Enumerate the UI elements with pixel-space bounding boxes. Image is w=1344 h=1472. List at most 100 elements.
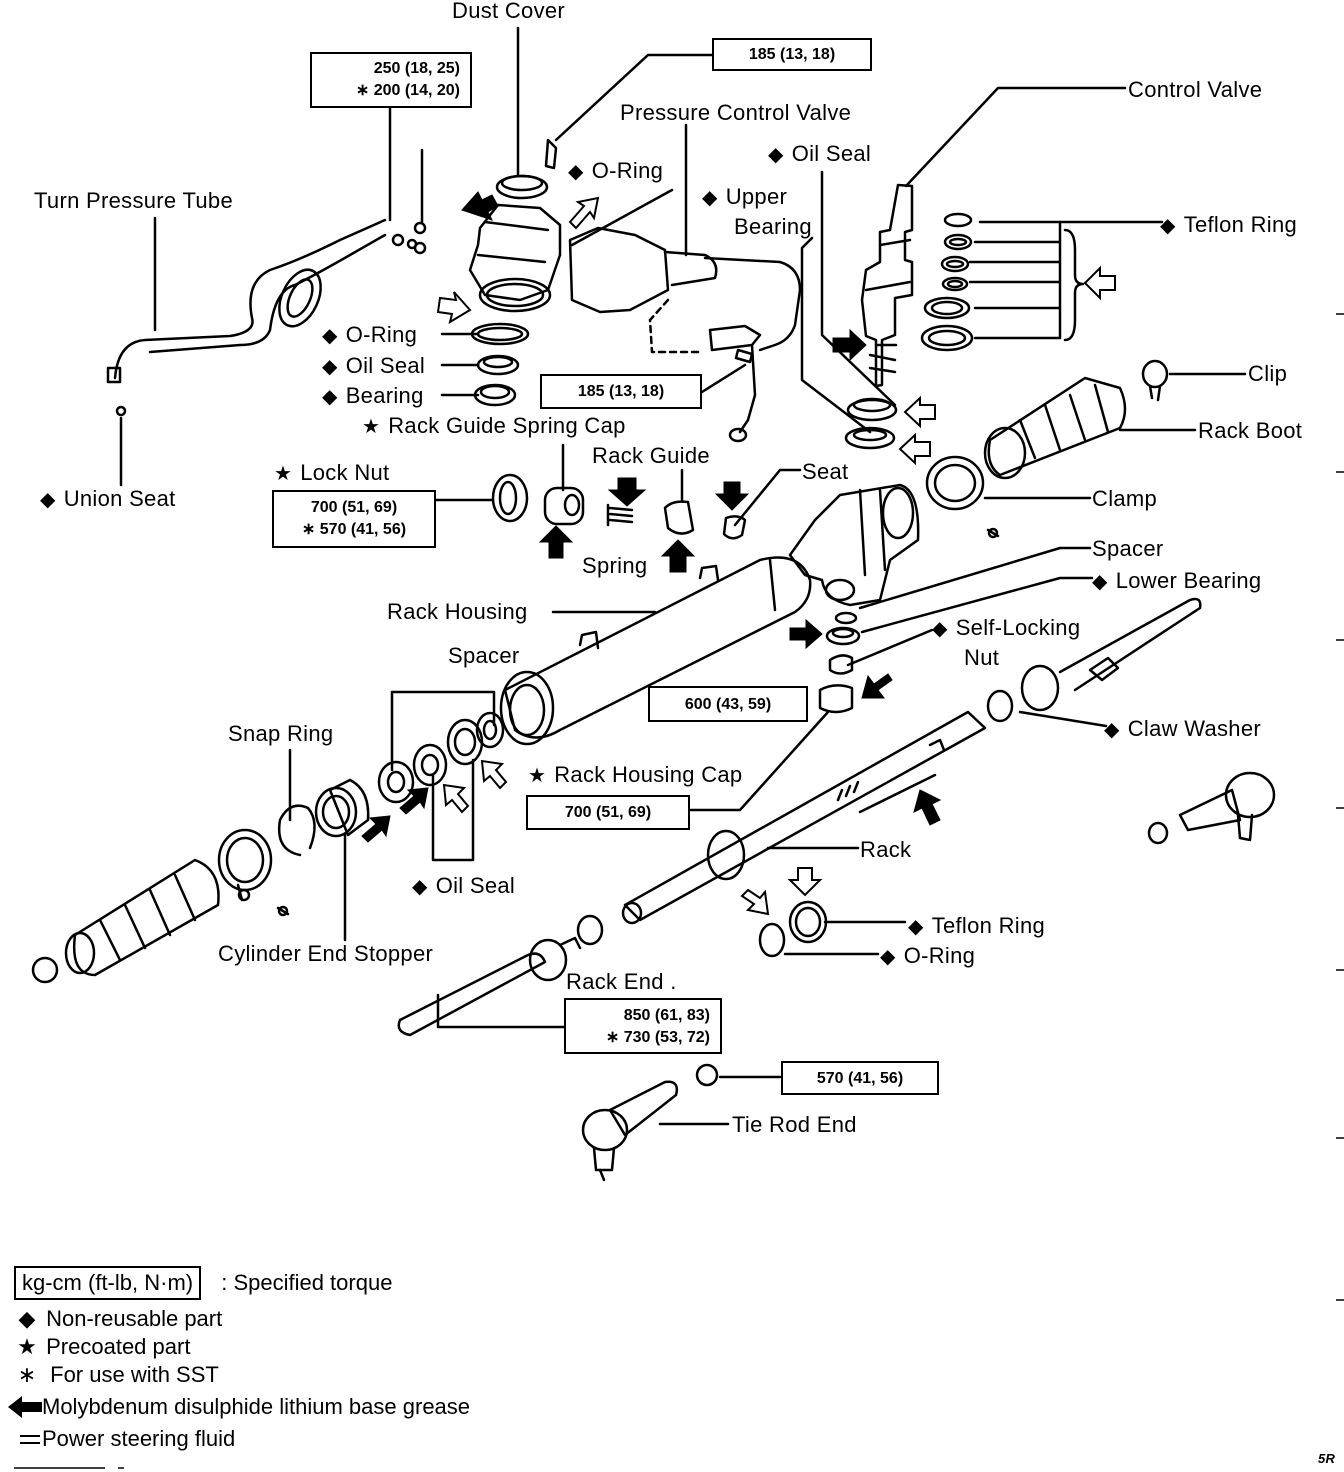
label-rack-guide: Rack Guide [592,443,710,468]
diamond-icon: ◆ [932,618,948,640]
diamond-icon: ◆ [322,386,338,408]
label-o-ring-top: ◆O-Ring [568,158,664,183]
label-oil-seal-top: ◆Oil Seal [768,141,872,166]
torque-box-570: 570 (41, 56) [781,1061,939,1095]
cylinder-end-stopper [328,778,370,837]
legend-psf: Power steering fluid [18,1428,235,1450]
rack-housing-cap [818,684,854,714]
diamond-icon: ◆ [880,946,896,968]
fluid-arrow [787,867,823,897]
fluid-arrow [568,196,600,230]
rack-boot-right [987,376,1127,477]
leader-control-valve [904,86,1127,188]
leader-oil-seal-top [820,170,897,407]
leader-185-top [554,53,714,142]
nut-570 [695,1063,719,1087]
fluid-arrow [903,395,936,429]
label-union-seat: ◆Union Seat [40,486,176,511]
label-turn-pressure-tube: Turn Pressure Tube [34,188,234,213]
torque-box-185-top: 185 (13, 18) [712,38,872,71]
leader-oil-seal-low [431,758,475,862]
tie-rod-end-right [1178,788,1242,832]
label-seat: Seat [802,459,849,484]
diamond-icon: ◆ [1104,719,1120,741]
label-dust-cover: Dust Cover [452,0,566,23]
rack-housing [503,556,812,739]
leader-spacer-r [858,546,1092,610]
pressure-control-valve-body [568,226,670,314]
label-oil-seal-low: ◆Oil Seal [412,873,516,898]
legend-non-reusable: ◆ Non-reusable part [14,1308,223,1330]
label-teflon-ring-low: ◆Teflon Ring [908,913,1046,938]
label-upper-bearing-1: ◆Upper [702,184,788,209]
clip-upper [1141,359,1169,389]
label-self-locking-2: Nut [964,645,1000,670]
label-self-locking-1: ◆Self-Locking [932,615,1081,640]
diamond-icon: ◆ [768,144,784,166]
legend-torque-box: kg-cm (ft-lb, N·m) [14,1266,202,1300]
clip-lower [31,956,59,984]
leader-teflon-bracket [968,220,1062,340]
label-cylinder-end-stopper: Cylinder End Stopper [218,941,434,966]
oil-seal-mid [476,354,520,376]
diamond-icon: ◆ [908,916,924,938]
diamond-icon: ◆ [1160,215,1176,237]
leader-upper-bearing [800,236,872,434]
label-clip: Clip [1248,361,1288,386]
grease-arrow [861,673,893,699]
rack-end-right [1058,597,1202,692]
diamond-icon: ◆ [322,356,338,378]
diamond-icon: ◆ [322,325,338,347]
fluid-arrow [442,783,470,814]
leader-185-mid [700,363,747,394]
grease-arrow [789,618,823,650]
label-spacer-left: Spacer [448,643,520,668]
clamp-upper [925,455,985,511]
black-arrow-icon [8,1396,42,1418]
label-o-ring-low: ◆O-Ring [880,943,976,968]
label-lock-nut: ★Lock Nut [274,460,390,485]
fluid-arrow [740,888,770,916]
leader-self-locking [846,628,934,667]
label-bearing: ◆Bearing [322,383,424,408]
legend-moly: Molybdenum disulphide lithium base greas… [8,1396,470,1418]
label-clamp: Clamp [1092,486,1158,511]
fluid-arrow [1083,265,1116,301]
grease-arrow [538,525,574,559]
leader-seat [733,468,802,527]
fluid-arrow [436,291,472,325]
turn-pressure-tube [113,218,387,380]
label-spacer-right: Spacer [1092,536,1164,561]
grease-arrow [714,481,750,511]
torque-box-700-cap: 700 (51, 69) [526,795,690,830]
leader-cap [688,710,830,812]
torque-box-700-lock: 700 (51, 69) ∗ 570 (41, 56) [272,490,436,548]
spring [606,503,634,527]
legend-precoated: ★ Precoated part [14,1336,190,1358]
rack-bar [623,710,987,922]
spacer-left [475,711,505,749]
label-o-ring-mid: ◆O-Ring [322,322,418,347]
legend-torque: kg-cm (ft-lb, N·m) : Specified torque [14,1266,392,1300]
rack-guide-part [663,500,695,535]
diamond-icon: ◆ [702,187,718,209]
star-icon: ★ [274,463,293,485]
oil-seal-left [446,718,484,766]
claw-washer-left [576,914,604,946]
page-mark: 5R [1318,1451,1336,1466]
hollow-arrow-icon [20,1435,40,1444]
rack-housing-gear-end [788,483,920,607]
spacer-right [834,611,858,625]
claw-washer-right [986,689,1014,723]
upper-bearing [844,426,896,450]
grease-arrow [607,477,647,507]
fluid-arrow [898,432,931,466]
o-ring-mid [470,322,530,346]
legend-torque-desc: : Specified torque [221,1270,393,1295]
grease-arrow [361,815,391,843]
o-ring-low [758,922,786,958]
rack-guide-spring-cap [543,486,585,526]
label-rack-boot: Rack Boot [1198,418,1303,443]
label-upper-bearing-2: Bearing [734,214,812,239]
